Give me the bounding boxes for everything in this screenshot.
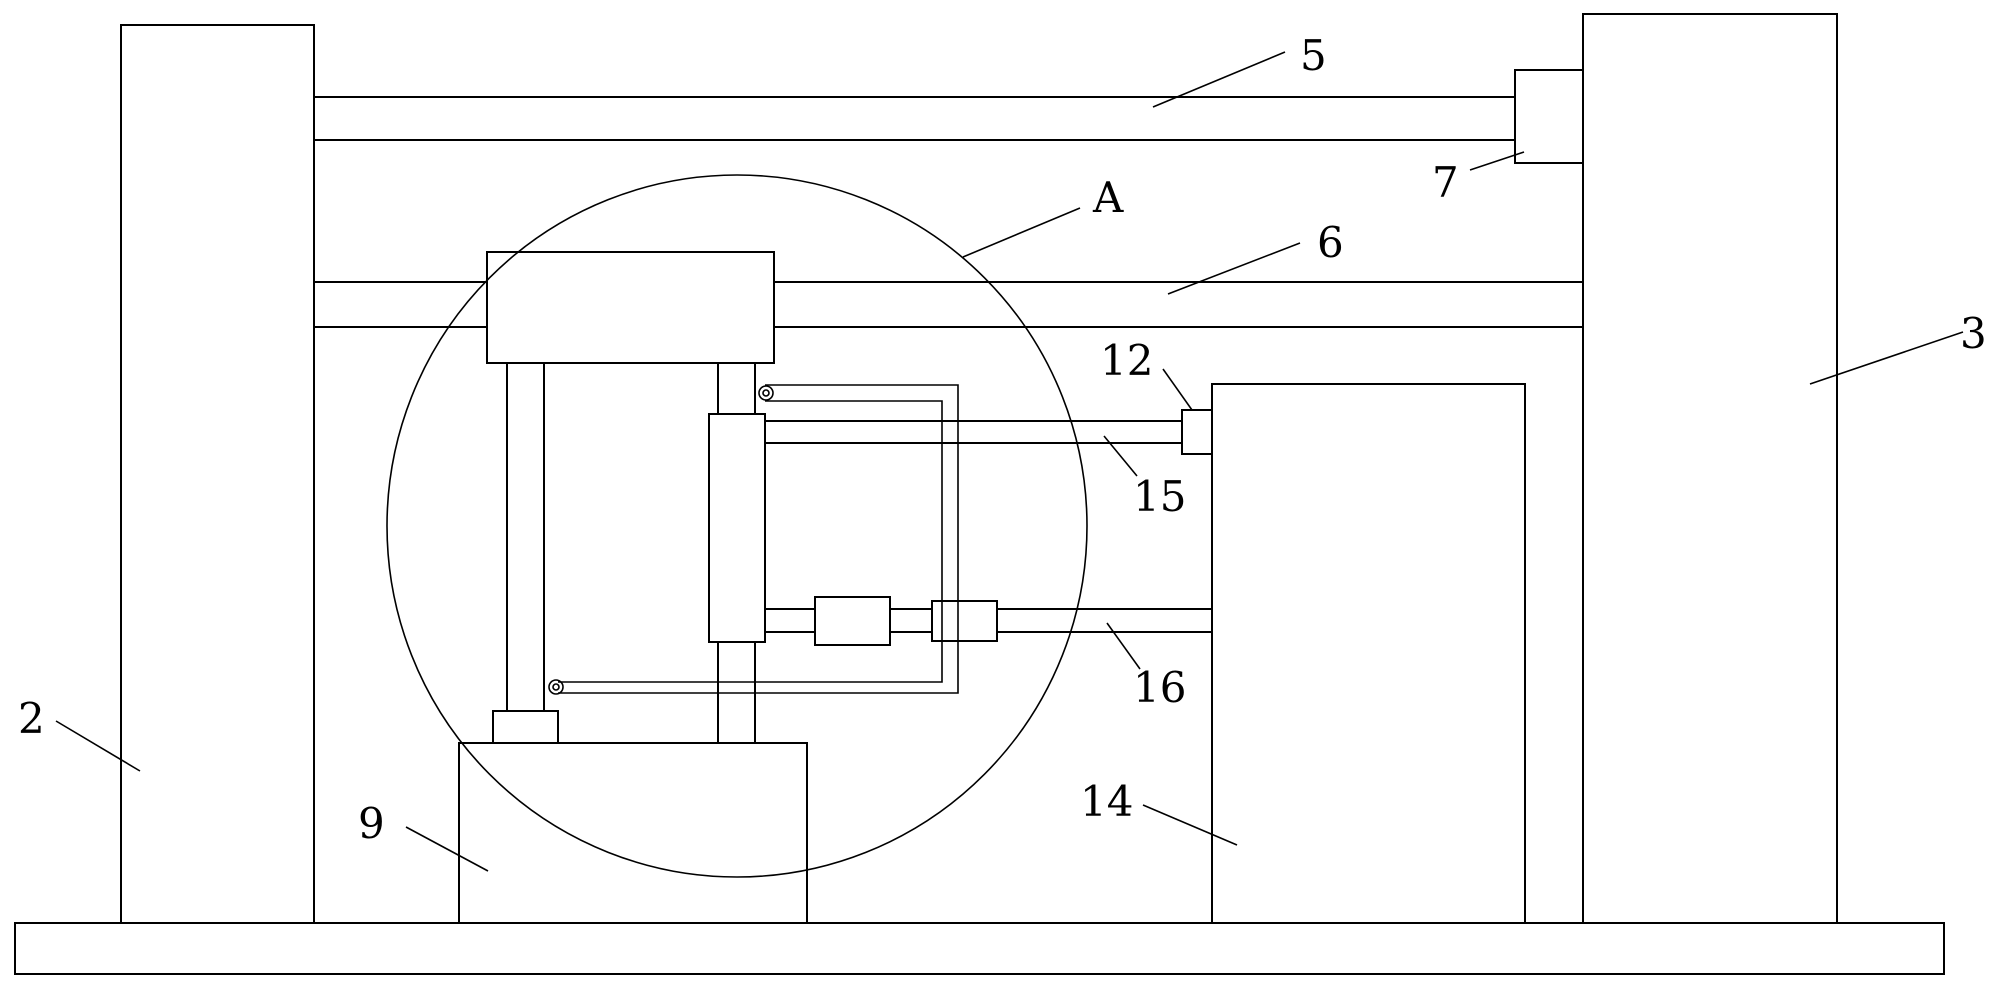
label-16: 16 xyxy=(1133,663,1186,712)
label-2: 2 xyxy=(18,694,45,743)
label-A: A xyxy=(1092,173,1124,222)
label-5: 5 xyxy=(1300,31,1327,80)
sensor-block xyxy=(1181,409,1213,455)
leader-7 xyxy=(1469,151,1525,171)
left-column xyxy=(120,24,315,924)
label-6: 6 xyxy=(1317,218,1344,267)
right-post-upper xyxy=(717,362,756,415)
base-block xyxy=(458,742,808,924)
lower-fitting xyxy=(548,679,564,695)
leader-16 xyxy=(1106,622,1141,670)
right-column xyxy=(1582,13,1838,924)
post-foot xyxy=(492,710,559,744)
label-15: 15 xyxy=(1133,472,1186,521)
leader-3 xyxy=(1809,331,1964,385)
rod-block-right xyxy=(931,600,998,642)
end-block xyxy=(1514,69,1584,164)
rod-block-left xyxy=(814,596,891,646)
leader-15 xyxy=(1103,435,1138,477)
label-12: 12 xyxy=(1100,336,1153,385)
hose-outer xyxy=(558,384,959,694)
leader-2 xyxy=(55,720,141,772)
leader-9 xyxy=(405,826,489,872)
leader-14 xyxy=(1142,804,1238,846)
leader-6 xyxy=(1167,242,1301,295)
detail-circle xyxy=(386,174,1088,878)
leader-5 xyxy=(1152,51,1286,108)
label-7: 7 xyxy=(1432,158,1459,207)
label-9: 9 xyxy=(358,799,385,848)
label-14: 14 xyxy=(1080,777,1133,826)
base-plate xyxy=(14,922,1945,975)
hose-inner xyxy=(558,400,943,683)
lower-fitting-core xyxy=(552,683,560,691)
left-post xyxy=(506,362,545,712)
cabinet xyxy=(1211,383,1526,924)
label-3: 3 xyxy=(1960,309,1987,358)
cylinder xyxy=(708,413,766,643)
leader-12 xyxy=(1162,368,1193,411)
upper-fitting xyxy=(758,385,774,401)
leader-A xyxy=(962,207,1081,258)
upper-fitting-core xyxy=(762,389,770,397)
slider-block xyxy=(486,251,775,364)
